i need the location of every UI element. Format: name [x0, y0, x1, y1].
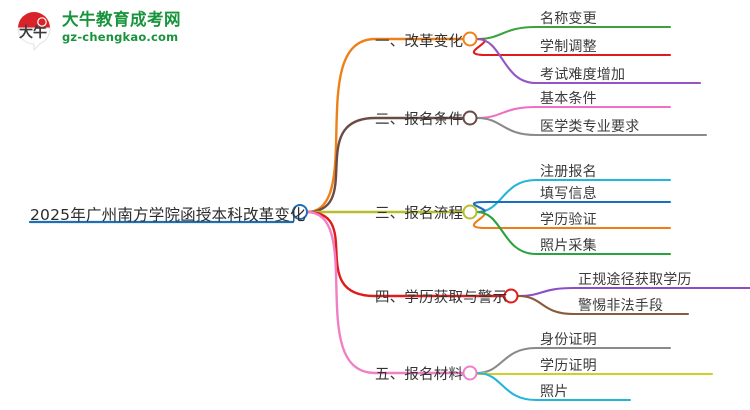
leaf-label-4-2: 警惕非法手段 — [578, 298, 664, 314]
branch-node-2[interactable] — [462, 110, 478, 126]
branch-label-1: 一、改革变化 — [375, 34, 464, 50]
branch-node-5[interactable] — [462, 365, 478, 381]
leaf-label-1-1: 名称变更 — [540, 11, 597, 27]
branch-edge-2 — [305, 116, 465, 214]
leaf-edge-5-3 — [475, 371, 632, 402]
mindmap-edges — [28, 25, 750, 402]
branch-label-5: 五、报名材料 — [375, 367, 464, 383]
root-node[interactable] — [292, 204, 308, 220]
logo-text-block: 大牛教育成考网 gz-chengkao.com — [62, 10, 181, 44]
leaf-label-5-2: 学历证明 — [540, 358, 597, 374]
daniu-bubble-logo-icon: 大牛 — [17, 12, 51, 52]
branch-label-3: 三、报名流程 — [375, 206, 464, 222]
branch-edge-4 — [305, 210, 506, 298]
leaf-label-5-3: 照片 — [540, 384, 569, 400]
branch-edge-1 — [305, 37, 465, 214]
leaf-edge-4-2 — [516, 294, 690, 316]
leaf-label-3-4: 照片采集 — [540, 238, 597, 254]
mindmap-nodes — [292, 31, 519, 381]
leaf-label-3-2: 填写信息 — [540, 186, 597, 202]
root-label: 2025年广州南方学院函授本科改革变化 — [30, 206, 306, 224]
leaf-label-3-3: 学历验证 — [540, 212, 597, 228]
logo-title: 大牛教育成考网 — [62, 10, 181, 29]
leaf-edge-3-4 — [475, 210, 672, 256]
svg-text:大牛: 大牛 — [19, 24, 47, 41]
leaf-label-2-2: 医学类专业要求 — [540, 119, 640, 135]
site-logo[interactable]: 大牛 大牛教育成考网 gz-chengkao.com — [12, 6, 192, 54]
branch-node-3[interactable] — [462, 204, 478, 220]
branch-edge-5 — [305, 210, 465, 375]
branch-label-4: 四、学历获取与警示 — [375, 290, 508, 306]
leaf-label-5-1: 身份证明 — [540, 332, 597, 348]
logo-subtitle: gz-chengkao.com — [62, 30, 179, 44]
leaf-edge-2-2 — [475, 116, 708, 137]
leaf-label-1-3: 考试难度增加 — [540, 67, 626, 83]
leaf-edge-1-1 — [475, 25, 672, 41]
leaf-edge-5-1 — [475, 346, 672, 375]
leaf-label-2-1: 基本条件 — [540, 91, 597, 107]
leaf-label-4-1: 正规途径获取学历 — [578, 272, 692, 288]
leaf-edge-1-3 — [475, 37, 702, 85]
leaf-label-1-2: 学制调整 — [540, 39, 597, 55]
branch-node-1[interactable] — [462, 31, 478, 47]
branch-node-4[interactable] — [503, 288, 519, 304]
branch-label-2: 二、报名条件 — [375, 112, 464, 128]
leaf-label-3-1: 注册报名 — [540, 164, 597, 180]
